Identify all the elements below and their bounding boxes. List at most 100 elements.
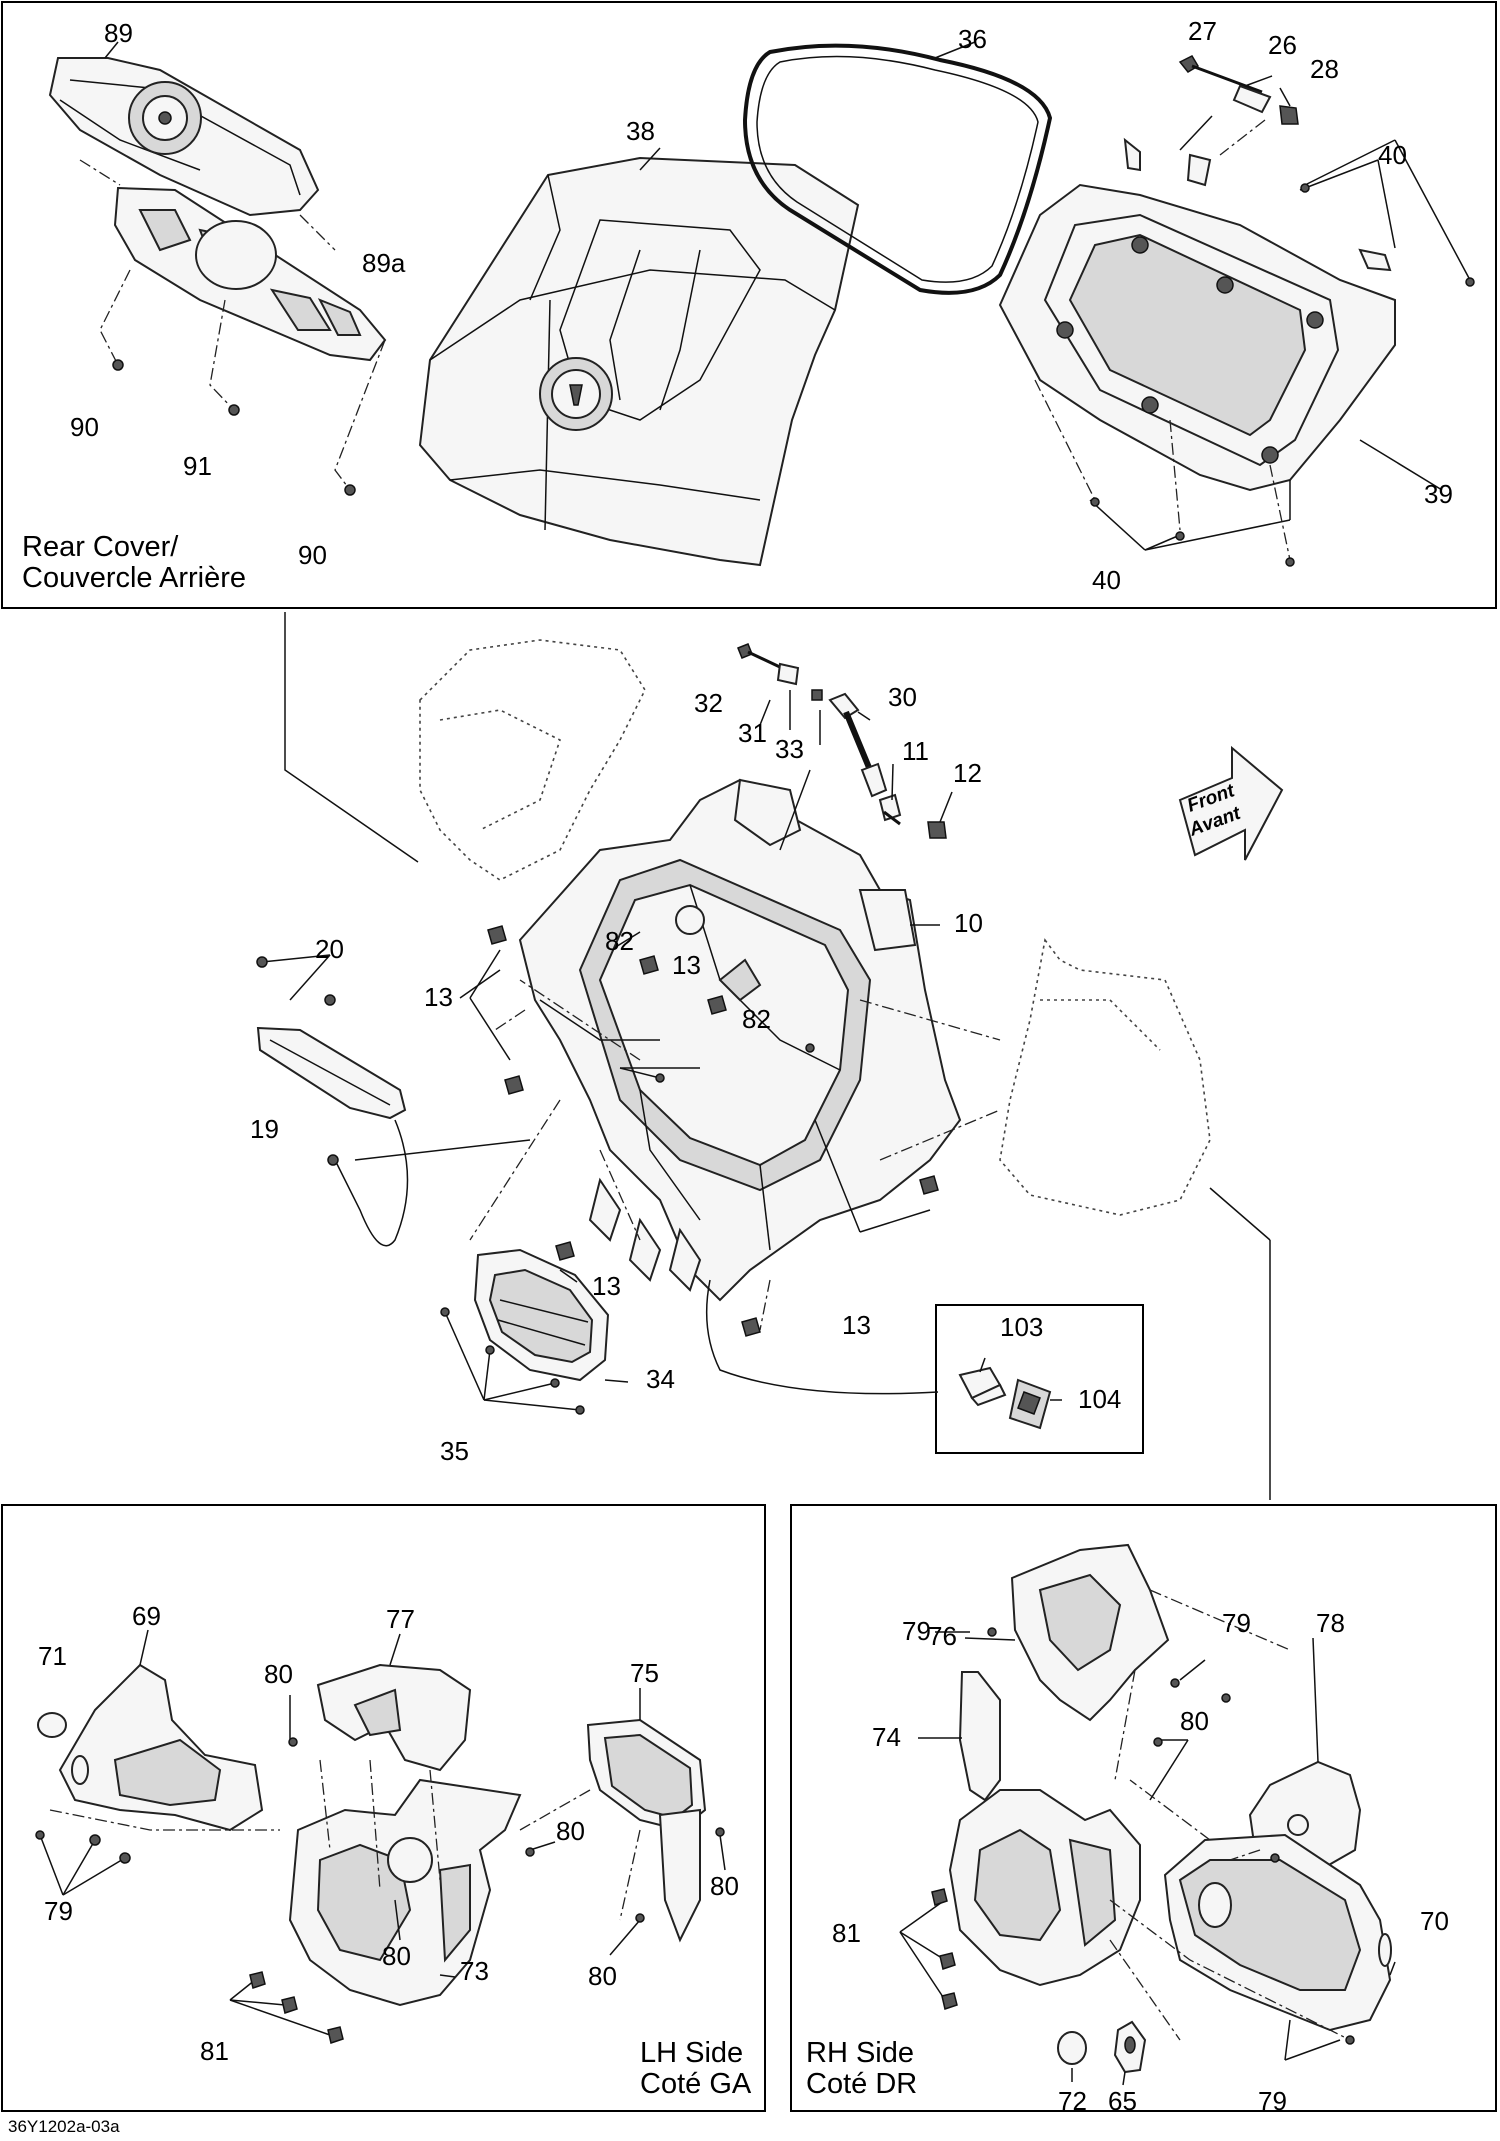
ghost-cover-left (419, 639, 646, 881)
callout-81-lh: 81 (200, 2036, 229, 2066)
callout-104: 104 (1078, 1384, 1121, 1414)
center-callouts: 32 30 31 33 11 12 10 20 82 13 13 82 19 1… (250, 682, 1121, 1466)
lh-grommet-71[interactable] (37, 1712, 67, 1738)
callout-90-right: 90 (298, 540, 327, 570)
callout-80-lh-bottom: 80 (588, 1961, 617, 1991)
rh-side-panel-70[interactable] (1163, 1833, 1392, 2032)
trim-panel-89[interactable] (48, 57, 320, 217)
lh-grille-75[interactable] (586, 1718, 707, 1943)
callout-12: 12 (953, 758, 982, 788)
callout-27: 27 (1188, 16, 1217, 46)
callout-77: 77 (386, 1604, 415, 1634)
lid-hinge-hardware[interactable] (1178, 55, 1299, 125)
callout-82-upper: 82 (605, 926, 634, 956)
rh-leaders (899, 1589, 1396, 2086)
callout-11: 11 (902, 736, 929, 766)
rear-cover-frame (1, 1, 1497, 609)
callout-90-left: 90 (70, 412, 99, 442)
callout-26: 26 (1268, 30, 1297, 60)
lh-side-panel-69[interactable] (58, 1663, 264, 1832)
callout-79-rh-top: 79 (902, 1616, 931, 1646)
rh-callouts: 79 79 78 76 74 80 81 70 72 65 79 (832, 1608, 1449, 2116)
callout-40-top: 40 (1378, 140, 1407, 170)
callout-32: 32 (694, 688, 723, 718)
callout-13-upper: 13 (672, 950, 701, 980)
callout-80-rh: 80 (1180, 1706, 1209, 1736)
callout-89: 89 (104, 18, 133, 48)
callout-80-lh-mid: 80 (556, 1816, 585, 1846)
callout-80-lh-center: 80 (382, 1941, 411, 1971)
callout-75: 75 (630, 1658, 659, 1688)
lh-side-group: 69 77 71 80 75 79 80 80 80 80 81 73 LH S… (35, 1601, 752, 2100)
rh-clip-65[interactable] (1113, 2020, 1147, 2074)
main-frame-10[interactable] (518, 778, 962, 1302)
callout-70: 70 (1420, 1906, 1449, 1936)
callout-74: 74 (872, 1722, 901, 1752)
ghost-cover-right (999, 938, 1211, 1216)
callout-76: 76 (928, 1621, 957, 1651)
callout-13-right: 13 (842, 1310, 871, 1340)
callout-89a: 89a (362, 248, 406, 278)
gas-strut-30[interactable] (828, 692, 888, 798)
rh-inner-housing[interactable] (948, 1789, 1141, 1987)
callout-72: 72 (1058, 2086, 1087, 2116)
lh-inner-housing-73[interactable] (288, 1778, 522, 2007)
trim-support-89a[interactable] (113, 186, 387, 362)
callout-81-rh: 81 (832, 1918, 861, 1948)
callout-71: 71 (38, 1641, 67, 1671)
callout-103: 103 (1000, 1312, 1043, 1342)
lid-seal-36[interactable] (742, 43, 1053, 295)
rear-leaders (79, 41, 1475, 567)
rh-grommet-72[interactable] (1057, 2031, 1087, 2065)
light-bracket-19[interactable] (256, 1026, 409, 1247)
callout-79-rh-bottom: 79 (1258, 2086, 1287, 2116)
lh-top-cover-77[interactable] (316, 1663, 472, 1772)
rh-side-group: 79 79 78 76 74 80 81 70 72 65 79 RH Side… (806, 1543, 1449, 2116)
front-direction-arrow: Front Avant (1178, 745, 1284, 861)
callout-80-lh-top: 80 (264, 1659, 293, 1689)
inset-connector-103[interactable] (958, 1366, 1007, 1407)
callout-80-lh-right: 80 (710, 1871, 739, 1901)
callout-79-rh-mid: 79 (1222, 1608, 1251, 1638)
callout-20: 20 (315, 934, 344, 964)
figure-reference: 36Y1202a-03a (8, 2117, 120, 2136)
tail-light-34[interactable] (473, 1248, 610, 1382)
rear-callouts: 89 36 27 26 28 38 40 89a 90 91 39 90 40 (70, 16, 1453, 595)
callout-65: 65 (1108, 2086, 1137, 2116)
rh-upper-panel-76[interactable] (1010, 1543, 1170, 1722)
rear-cover-caption-line2: Couvercle Arrière (22, 562, 246, 594)
center-assembly-group: Front Avant (250, 612, 1284, 1500)
rear-lid-39[interactable] (998, 137, 1396, 520)
callout-82-lower: 82 (742, 1004, 771, 1034)
detail-inset-frame (935, 1304, 1144, 1454)
lh-callouts: 69 77 71 80 75 79 80 80 80 80 81 73 (38, 1601, 739, 2066)
callout-40-bottom: 40 (1092, 565, 1121, 595)
strut-hardware[interactable] (737, 643, 947, 839)
callout-35: 35 (440, 1436, 469, 1466)
callout-13-left: 13 (424, 982, 453, 1012)
callout-91: 91 (183, 451, 212, 481)
rh-side-frame (790, 1504, 1497, 2112)
callout-79-lh: 79 (44, 1896, 73, 1926)
callout-28: 28 (1310, 54, 1339, 84)
callout-69: 69 (132, 1601, 161, 1631)
callout-30: 30 (888, 682, 917, 712)
lh-side-caption-line1: LH Side (640, 2037, 743, 2069)
callout-78: 78 (1316, 1608, 1345, 1638)
callout-36: 36 (958, 24, 987, 54)
rh-side-caption-line1: RH Side (806, 2037, 914, 2069)
callout-73: 73 (460, 1956, 489, 1986)
rh-side-caption-line2: Coté DR (806, 2068, 917, 2100)
callout-19: 19 (250, 1114, 279, 1144)
rear-cover-group: 89 36 27 26 28 38 40 89a 90 91 39 90 40 … (22, 16, 1475, 595)
rh-bracket-74[interactable] (958, 1671, 1001, 1802)
inset-plate-104[interactable] (1008, 1378, 1052, 1430)
callout-39: 39 (1424, 479, 1453, 509)
callout-38: 38 (626, 116, 655, 146)
rear-cover-38[interactable] (418, 156, 860, 567)
callout-34: 34 (646, 1364, 675, 1394)
rear-cover-caption-line1: Rear Cover/ (22, 531, 179, 563)
callout-31: 31 (738, 718, 767, 748)
